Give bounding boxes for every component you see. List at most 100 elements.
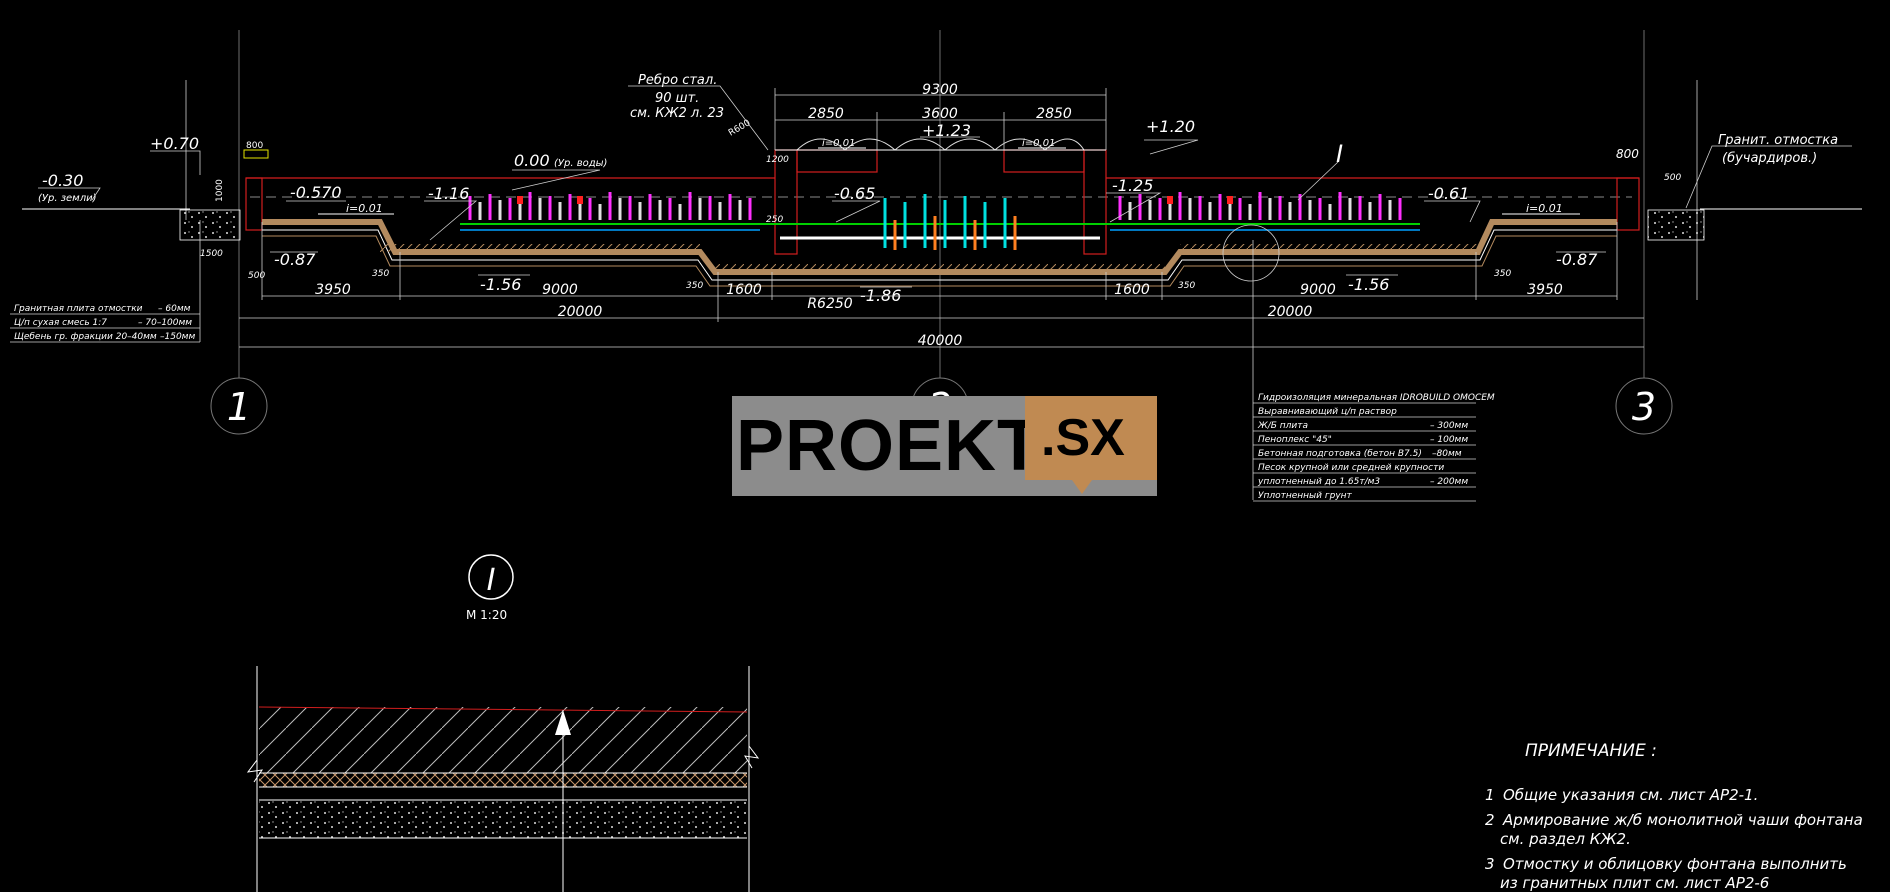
- svg-text:(Ур. воды): (Ур. воды): [554, 158, 607, 169]
- svg-text:-1.25: -1.25: [1112, 176, 1153, 195]
- svg-text:Уплотненный грунт: Уплотненный грунт: [1258, 491, 1353, 501]
- dim-3600: 3600: [922, 106, 958, 122]
- svg-text:-0.570: -0.570: [290, 183, 342, 202]
- svg-text:Гранитная плита отмостки: Гранитная плита отмостки: [14, 304, 143, 314]
- svg-text:-1.16: -1.16: [428, 184, 469, 203]
- ground-line: [22, 208, 1862, 241]
- dim-9000-left: 9000: [542, 282, 578, 298]
- svg-text:Пеноплекс "45": Пеноплекс "45": [1258, 435, 1332, 445]
- svg-text:Гранит. отмостка: Гранит. отмостка: [1718, 133, 1838, 148]
- svg-text:i=0.01: i=0.01: [346, 202, 383, 215]
- svg-text:(бучардиров.): (бучардиров.): [1722, 151, 1817, 166]
- svg-text:3: 3: [1485, 855, 1495, 873]
- svg-text:Ребро стал.: Ребро стал.: [638, 73, 717, 88]
- svg-text:800: 800: [1616, 147, 1639, 161]
- svg-text:Отмостку и облицовку фонтана в: Отмостку и облицовку фонтана выполнить: [1503, 855, 1847, 873]
- svg-text:уплотненный до 1.65т/м3: уплотненный до 1.65т/м3: [1257, 477, 1380, 487]
- dim-2850-right: 2850: [1036, 106, 1072, 122]
- svg-text:-0.87: -0.87: [274, 250, 316, 269]
- svg-text:I: I: [487, 563, 496, 598]
- svg-text:-0.87: -0.87: [1556, 250, 1598, 269]
- dim-2850-left: 2850: [808, 106, 844, 122]
- svg-text:–150мм: –150мм: [160, 332, 195, 342]
- svg-text:-0.30: -0.30: [42, 171, 83, 190]
- dim-3950-left: 3950: [315, 282, 351, 298]
- svg-text:– 300мм: – 300мм: [1430, 421, 1468, 431]
- dim-9000-right: 9000: [1300, 282, 1336, 298]
- svg-text:–80мм: –80мм: [1432, 449, 1462, 459]
- svg-text:Общие указания см. лист АР2-1.: Общие указания см. лист АР2-1.: [1503, 786, 1758, 804]
- svg-text:– 60мм: – 60мм: [158, 304, 191, 314]
- detail-marker: I: [1222, 140, 1343, 282]
- dim-1600-right: 1600: [1114, 282, 1150, 298]
- fountain-bowl: [245, 138, 1640, 287]
- svg-text:– 100мм: – 100мм: [1430, 435, 1468, 445]
- svg-text:Гидроизоляция минеральная IDRO: Гидроизоляция минеральная IDROBUILD OMOC…: [1258, 393, 1495, 403]
- dim-9300: 9300: [922, 82, 958, 98]
- watermark-badge-text: .SX: [1041, 409, 1125, 467]
- svg-text:1000: 1000: [215, 179, 225, 202]
- svg-text:Ж/Б плита: Ж/Б плита: [1257, 421, 1308, 431]
- legend-left: Гранитная плита отмостки – 60мм Ц/п суха…: [10, 220, 201, 343]
- dim-20000-right: 20000: [1268, 304, 1313, 320]
- dim-r6250: R6250: [807, 296, 852, 312]
- svg-text:Щебень гр. фракции 20–40мм: Щебень гр. фракции 20–40мм: [14, 332, 157, 342]
- svg-text:1: 1: [227, 385, 251, 429]
- svg-text:ПРИМЕЧАНИЕ :: ПРИМЕЧАНИЕ :: [1525, 741, 1657, 761]
- svg-text:i=0.01: i=0.01: [822, 138, 855, 149]
- top-dimensions: [774, 88, 1107, 150]
- svg-text:Песок крупной или средней круп: Песок крупной или средней крупности: [1258, 463, 1444, 473]
- svg-text:350: 350: [1178, 281, 1195, 291]
- dim-40000: 40000: [918, 333, 963, 349]
- granite-note: Гранит. отмостка (бучардиров.): [1685, 133, 1852, 209]
- svg-text:I: I: [1336, 140, 1343, 168]
- svg-text:М 1:20: М 1:20: [466, 608, 507, 622]
- svg-text:– 200мм: – 200мм: [1430, 477, 1468, 487]
- svg-text:500: 500: [1664, 173, 1681, 183]
- svg-text:+1.20: +1.20: [1146, 117, 1195, 136]
- detail-heading: I М 1:20: [466, 554, 514, 622]
- dim-20000-left: 20000: [558, 304, 603, 320]
- watermark-logo: PROEKT .SX: [732, 396, 1157, 496]
- svg-text:Ц/п сухая смесь 1:7: Ц/п сухая смесь 1:7: [14, 318, 107, 328]
- level-marks: -0.30 (Ур. земли) +0.70 0.00 (Ур. воды) …: [38, 117, 1606, 305]
- svg-text:2: 2: [1485, 811, 1495, 829]
- svg-text:+0.70: +0.70: [150, 134, 199, 153]
- svg-text:Армирование ж/б монолитной чаш: Армирование ж/б монолитной чаши фонтана: [1502, 811, 1863, 829]
- svg-text:-0.61: -0.61: [1428, 184, 1469, 203]
- rib-note: Ребро стал. 90 шт. см. КЖ2 л. 23: [628, 73, 769, 151]
- svg-text:0.00: 0.00: [514, 151, 550, 170]
- bottom-dimensions: [239, 222, 1644, 348]
- svg-text:+1.23: +1.23: [922, 121, 971, 140]
- svg-text:– 70–100мм: – 70–100мм: [138, 318, 192, 328]
- legend-right: Гидроизоляция минеральная IDROBUILD OMOC…: [1252, 240, 1495, 502]
- notes-block: ПРИМЕЧАНИЕ : 1 Общие указания см. лист А…: [1485, 741, 1863, 892]
- svg-text:-1.56: -1.56: [1348, 275, 1389, 294]
- svg-text:Выравнивающий ц/п раствор: Выравнивающий ц/п раствор: [1258, 407, 1397, 417]
- svg-text:250: 250: [766, 215, 783, 225]
- svg-text:1500: 1500: [200, 249, 223, 259]
- svg-text:500: 500: [248, 271, 265, 281]
- svg-text:см. КЖ2 л. 23: см. КЖ2 л. 23: [630, 106, 724, 121]
- svg-text:3: 3: [1632, 385, 1656, 429]
- svg-text:350: 350: [686, 281, 703, 291]
- watermark-badge: .SX: [1025, 396, 1157, 480]
- svg-text:350: 350: [372, 269, 389, 279]
- watermark-text: PROEKT: [736, 406, 1043, 486]
- svg-text:90 шт.: 90 шт.: [655, 91, 699, 106]
- svg-text:i=0.01: i=0.01: [1022, 138, 1055, 149]
- svg-text:350: 350: [1494, 269, 1511, 279]
- detail-section: [246, 666, 760, 892]
- svg-text:-0.65: -0.65: [834, 184, 875, 203]
- svg-text:Бетонная подготовка (бетон В7.: Бетонная подготовка (бетон В7.5): [1258, 449, 1422, 459]
- svg-text:(Ур. земли): (Ур. земли): [38, 193, 97, 204]
- watermark-pointer-icon: [1072, 480, 1092, 494]
- svg-text:-1.56: -1.56: [480, 275, 521, 294]
- slope-marks: i=0.01 i=0.01 i=0.01 i=0.01: [318, 138, 1580, 215]
- dim-1600-left: 1600: [726, 282, 762, 298]
- fountain-equipment: [460, 192, 1420, 250]
- svg-text:i=0.01: i=0.01: [1526, 202, 1563, 215]
- svg-text:-1.86: -1.86: [860, 286, 901, 305]
- svg-text:800: 800: [246, 141, 263, 151]
